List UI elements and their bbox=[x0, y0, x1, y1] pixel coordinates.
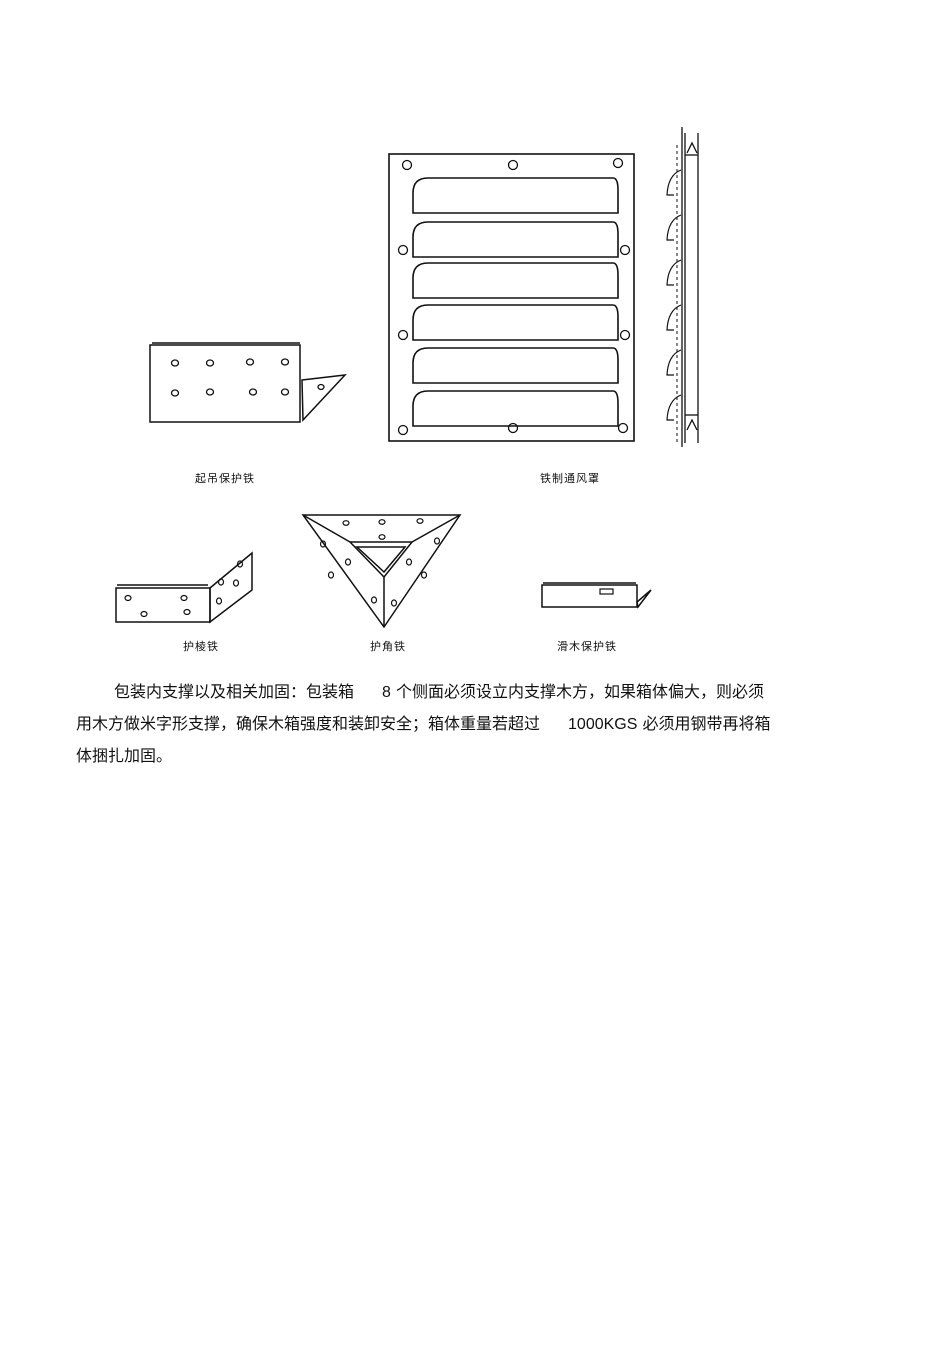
caption-edge-guard: 护棱铁 bbox=[183, 640, 219, 653]
skid-guard-illustration bbox=[541, 582, 652, 609]
caption-skid-guard: 滑木保护铁 bbox=[557, 640, 617, 653]
paragraph-line-3: 体捆扎加固。 bbox=[76, 746, 173, 765]
corner-guard-illustration bbox=[301, 514, 462, 629]
vent-cover-illustration bbox=[388, 153, 635, 442]
caption-vent-cover: 铁制通风罩 bbox=[540, 472, 600, 485]
caption-corner-guard: 护角铁 bbox=[370, 640, 406, 653]
vent-cover-side-section bbox=[666, 127, 699, 447]
caption-lifting-guard: 起吊保护铁 bbox=[195, 472, 255, 485]
lifting-guard-illustration bbox=[149, 342, 347, 423]
edge-guard-illustration bbox=[115, 551, 253, 624]
